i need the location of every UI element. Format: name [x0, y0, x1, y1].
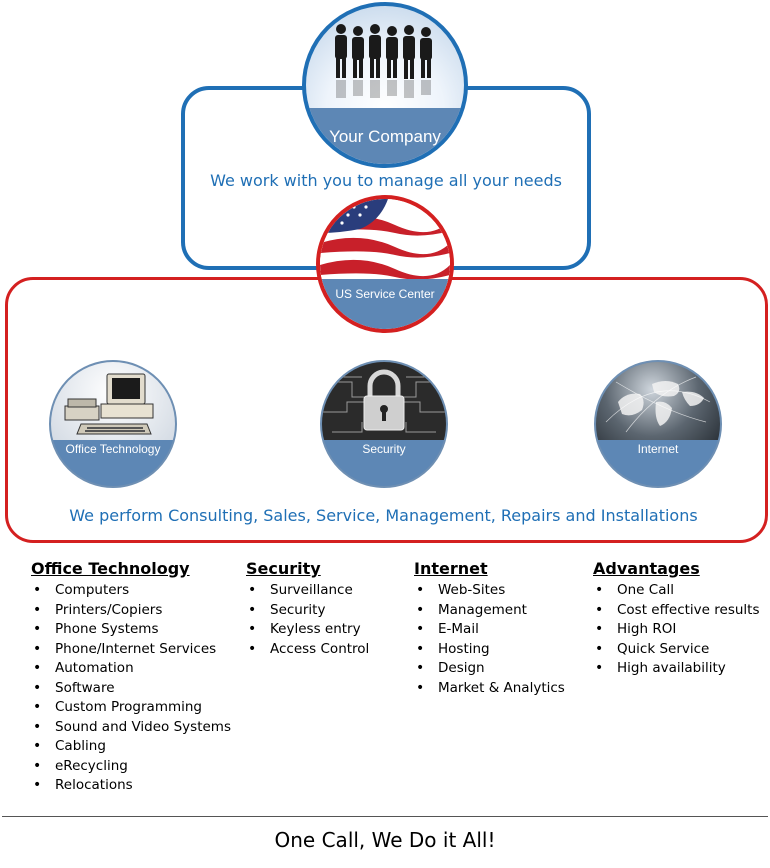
- list-item: Quick Service: [593, 640, 760, 660]
- office-technology-list: Computers Printers/Copiers Phone Systems…: [31, 581, 231, 796]
- list-item: Automation: [31, 659, 231, 679]
- us-service-center-band: [320, 279, 450, 329]
- office-technology-column: Office Technology Computers Printers/Cop…: [31, 559, 231, 796]
- service-center-tagline: We perform Consulting, Sales, Service, M…: [69, 506, 698, 525]
- globe-icon: [605, 376, 711, 433]
- list-item: Computers: [31, 581, 231, 601]
- list-item: Sound and Video Systems: [31, 718, 231, 738]
- list-item: Phone/Internet Services: [31, 640, 231, 660]
- list-item: Software: [31, 679, 231, 699]
- list-item: E-Mail: [414, 620, 565, 640]
- company-circle: Your Company: [302, 2, 468, 168]
- security-list: Surveillance Security Keyless entry Acce…: [246, 581, 369, 659]
- column-title: Internet: [414, 559, 488, 578]
- us-flag-icon: [320, 199, 450, 289]
- padlock-icon: [322, 367, 446, 433]
- list-item: Hosting: [414, 640, 565, 660]
- office-technology-circle: Office Technology: [49, 360, 177, 488]
- list-item: High ROI: [593, 620, 760, 640]
- list-item: Relocations: [31, 776, 231, 796]
- internet-circle: Internet: [594, 360, 722, 488]
- list-item: Surveillance: [246, 581, 369, 601]
- security-circle: Security: [320, 360, 448, 488]
- company-band: [306, 108, 464, 164]
- list-item: Cabling: [31, 737, 231, 757]
- business-people-icon: [335, 24, 432, 98]
- list-item: Web-Sites: [414, 581, 565, 601]
- column-title: Security: [246, 559, 321, 578]
- us-service-center-circle: US Service Center: [316, 195, 454, 333]
- column-title: Advantages: [593, 559, 700, 578]
- list-item: High availability: [593, 659, 760, 679]
- column-title: Office Technology: [31, 559, 190, 578]
- advantages-list: One Call Cost effective results High ROI…: [593, 581, 760, 679]
- list-item: Keyless entry: [246, 620, 369, 640]
- advantages-column: Advantages One Call Cost effective resul…: [593, 559, 760, 679]
- internet-column: Internet Web-Sites Management E-Mail Hos…: [414, 559, 565, 698]
- office-technology-label: Office Technology: [65, 442, 161, 456]
- computer-icon: [64, 373, 154, 435]
- internet-list: Web-Sites Management E-Mail Hosting Desi…: [414, 581, 565, 698]
- security-column: Security Surveillance Security Keyless e…: [246, 559, 369, 659]
- list-item: One Call: [593, 581, 760, 601]
- footer-slogan: One Call, We Do it All!: [274, 828, 496, 852]
- list-item: Phone Systems: [31, 620, 231, 640]
- list-item: Market & Analytics: [414, 679, 565, 699]
- list-item: eRecycling: [31, 757, 231, 777]
- list-item: Access Control: [246, 640, 369, 660]
- us-service-center-label: US Service Center: [335, 287, 435, 301]
- list-item: Management: [414, 601, 565, 621]
- internet-label: Internet: [637, 442, 679, 456]
- list-item: Cost effective results: [593, 601, 760, 621]
- list-item: Printers/Copiers: [31, 601, 231, 621]
- list-item: Design: [414, 659, 565, 679]
- list-item: Custom Programming: [31, 698, 231, 718]
- company-tagline: We work with you to manage all your need…: [210, 171, 562, 190]
- security-label: Security: [362, 442, 406, 456]
- list-item: Security: [246, 601, 369, 621]
- company-label: Your Company: [329, 127, 441, 146]
- footer-divider: [2, 816, 768, 817]
